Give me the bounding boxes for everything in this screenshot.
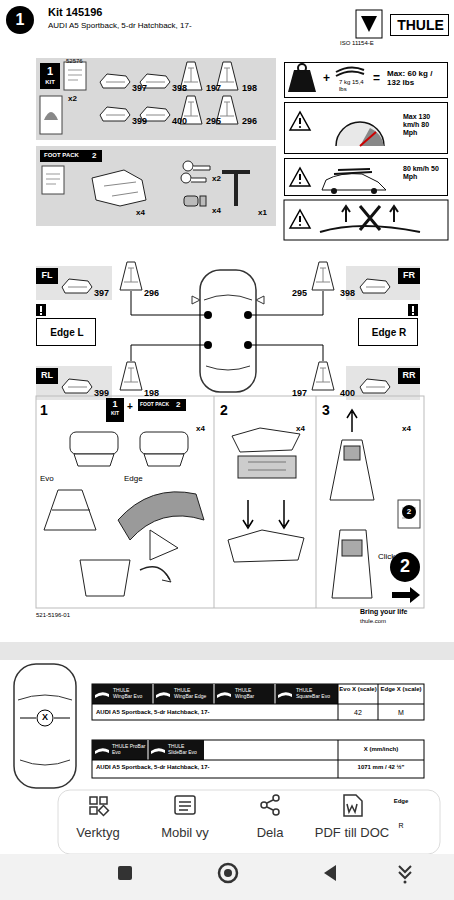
node-text: 1 — [47, 65, 53, 78]
foot-pack-panel: x4 x2 x4 x1 FOOT PACK 2 — [36, 146, 276, 226]
part-label: 296 — [144, 288, 159, 298]
footer-text: Bring your life — [360, 608, 407, 616]
table-cell: THULE SlideBar Evo — [168, 744, 202, 756]
toolbar-label: Dela — [230, 826, 310, 841]
node-text: x4 — [212, 206, 221, 215]
step-label: Evo — [40, 474, 54, 483]
foot-pack-badge: FOOT PACK 2 — [40, 150, 102, 162]
step-label: 2 — [220, 402, 228, 418]
node-text: 398 — [172, 83, 187, 93]
toolbar-label: PDF till DOC — [312, 826, 392, 841]
header-text: ISO 11154-E — [340, 40, 374, 47]
node-text: Edge L — [50, 327, 83, 339]
header-text: AUDI A5 Sportback, 5-dr Hatchback, 17- — [48, 21, 192, 30]
table-cell: 1071 mm / 42 ½" — [338, 764, 424, 771]
step-label: x4 — [196, 424, 205, 433]
step-label: 3 — [322, 402, 330, 418]
edge-box: Edge L — [36, 318, 96, 346]
table-cell: AUDI A5 Sportback, 5-dr Hatchback, 17- — [96, 709, 209, 716]
speed-box: Max 130 km/h 80 Mph — [284, 102, 448, 154]
table-cell: Evo X (scale) — [338, 686, 378, 693]
node-text: 397 — [132, 83, 147, 93]
part-label: FL — [36, 270, 58, 280]
node-text: 1 — [16, 11, 25, 29]
part-label: RR — [398, 370, 420, 380]
node-text: 197 — [206, 83, 221, 93]
footer-text: thule.com — [360, 618, 386, 625]
step-label: 1 — [106, 399, 124, 409]
table-cell: X (mm/inch) — [338, 746, 424, 753]
node-text: 198 — [242, 83, 257, 93]
kit-badge: 1KIT — [40, 63, 60, 89]
node-text: + — [323, 72, 330, 86]
step-label: 2 — [176, 400, 180, 409]
node-text: 295 — [206, 116, 221, 126]
speed-box: 80 km/h 50 Mph — [284, 158, 448, 196]
kit-panel: 52576 x2 397 398 197 198 399 400 295 296 1KIT — [36, 58, 276, 140]
node-text: x4 — [136, 208, 145, 217]
part-label: RL — [36, 370, 58, 380]
part-label: 295 — [292, 288, 307, 298]
node-text: 296 — [242, 116, 257, 126]
node-text: FOOT PACK — [44, 152, 79, 159]
table-cell: THULE WingBar Edge — [174, 688, 210, 700]
table-cell: 42 — [338, 709, 378, 717]
table-cell: Edge — [378, 798, 424, 805]
node-text: x2 — [68, 94, 77, 103]
step-label: x4 — [402, 424, 411, 433]
node-text: Max: 60 kg / 132 lbs — [387, 69, 445, 87]
edge-box: Edge R — [358, 318, 418, 346]
footer-text: 521-5196-01 — [36, 612, 70, 619]
step-label: FOOT PACK — [140, 402, 169, 408]
part-label: FR — [398, 270, 420, 280]
step-label: x4 — [296, 424, 305, 433]
node-text: 399 — [132, 116, 147, 126]
table-cell: M — [378, 709, 424, 717]
part-label: 399 — [94, 388, 109, 398]
node-text: 7 kg 15,4 lbs — [339, 79, 369, 93]
step-label: 1 — [40, 402, 48, 418]
table-cell: Edge X (scale) — [378, 686, 424, 693]
node-text: 2 — [400, 556, 410, 577]
node-text: 80 km/h 50 Mph — [403, 165, 445, 181]
node-text: = — [373, 72, 380, 86]
kit-title: Kit 145196 — [48, 6, 102, 19]
part-label: 397 — [94, 288, 109, 298]
load-box: +7 kg 15,4 lbs = Max: 60 kg / 132 lbs — [284, 62, 448, 98]
table-cell: THULE SquareBar Evo — [296, 688, 336, 700]
node-text: x1 — [258, 208, 267, 217]
brand-logo: THULE — [390, 14, 449, 36]
node-text: 52576 — [66, 58, 83, 65]
step-label: + — [127, 401, 133, 413]
step-label: 2 — [403, 507, 415, 516]
toolbar-label: Mobil vy — [145, 826, 225, 841]
part-label: 400 — [340, 388, 355, 398]
part-label: 398 — [340, 288, 355, 298]
table-cell: THULE ProBar Evo — [112, 744, 146, 756]
step-label: Click — [378, 552, 395, 561]
node-text: x2 — [212, 174, 221, 183]
node-text: Max 130 km/h 80 Mph — [403, 113, 445, 137]
node-text: 2 — [92, 151, 96, 160]
table-cell: THULE WingBar Evo — [113, 688, 149, 700]
node-text: Edge R — [372, 327, 406, 339]
part-label: 198 — [144, 388, 159, 398]
step-circle: 1 — [6, 6, 34, 34]
part-label: 197 — [292, 388, 307, 398]
toolbar-label: Verktyg — [58, 826, 138, 841]
node-text: THULE — [397, 17, 444, 33]
table-cell: THULE WingBar — [235, 688, 271, 700]
step-label: KIT — [106, 411, 124, 417]
step-label: Edge — [124, 474, 143, 483]
dimension-marker: X — [40, 712, 50, 722]
node-text: KIT — [45, 79, 55, 86]
table-cell: AUDI A5 Sportback, 5-dr Hatchback, 17- — [96, 764, 209, 771]
node-text: 400 — [172, 116, 187, 126]
